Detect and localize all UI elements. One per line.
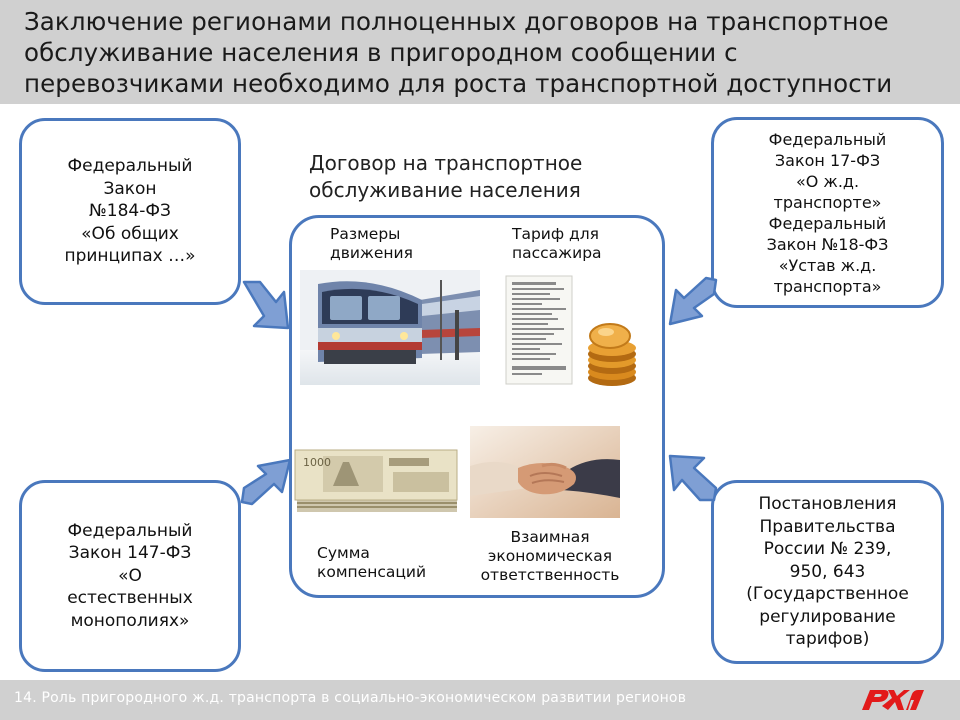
contract-title-line: Договор на транспортное <box>309 151 583 175</box>
government-decrees-line: тарифов) <box>785 629 870 650</box>
law-17-18-line: Закон 17-ФЗ <box>774 150 881 170</box>
law-184-line: «Об общих <box>81 223 179 244</box>
government-decrees-line: Постановления <box>758 494 897 515</box>
label-line: экономическая <box>487 547 613 565</box>
contract-title-line: обслуживание населения <box>309 178 581 202</box>
law-17-18-box: Федеральный Закон 17-ФЗ «О ж.д. транспор… <box>711 117 944 308</box>
law-184-line: Федеральный <box>67 156 193 177</box>
rzd-logo-icon <box>862 690 924 710</box>
law-17-18-line: Федеральный <box>768 129 887 149</box>
train-picture <box>300 270 480 385</box>
arrow-top-right <box>668 276 718 326</box>
government-decrees-text: Постановления Правительства России № 239… <box>746 493 909 651</box>
law-147-box: Федеральный Закон 147-ФЗ «О естественных… <box>19 480 241 672</box>
compensation-label: Сумма компенсаций <box>317 544 426 582</box>
header-bar: Заключение регионами полноценных договор… <box>0 0 960 104</box>
label-line: Сумма <box>317 544 370 562</box>
law-184-text: Федеральный Закон №184-ФЗ «Об общих прин… <box>64 155 195 268</box>
arrow-top-left <box>242 280 290 330</box>
government-decrees-box: Постановления Правительства России № 239… <box>711 480 944 664</box>
law-147-line: Закон 147-ФЗ <box>68 543 192 564</box>
label-line: движения <box>330 244 413 262</box>
slide-title: Заключение регионами полноценных договор… <box>24 7 893 98</box>
law-147-line: «О <box>118 565 142 586</box>
law-184-line: №184-ФЗ <box>89 201 171 222</box>
law-184-box: Федеральный Закон №184-ФЗ «Об общих прин… <box>19 118 241 305</box>
government-decrees-line: 950, 643 <box>789 561 866 582</box>
contract-title: Договор на транспортное обслуживание нас… <box>309 150 669 204</box>
government-decrees-line: (Государственное <box>746 584 909 605</box>
label-line: пассажира <box>512 244 602 262</box>
arrow-bottom-left <box>240 458 292 506</box>
footer-bar: 14. Роль пригородного ж.д. транспорта в … <box>0 680 960 720</box>
law-17-18-line: транспорте» <box>773 192 882 212</box>
law-147-text: Федеральный Закон 147-ФЗ «О естественных… <box>67 520 193 633</box>
government-decrees-line: России № 239, <box>763 539 892 560</box>
law-147-line: естественных <box>67 588 193 609</box>
label-line: Взаимная <box>510 528 590 546</box>
law-147-line: монополиях» <box>70 610 190 631</box>
label-line: ответственность <box>480 566 620 584</box>
label-line: Тариф для <box>512 225 600 243</box>
coins-picture <box>588 323 636 386</box>
law-17-18-line: Федеральный <box>768 213 887 233</box>
law-17-18-line: Закон №18-ФЗ <box>766 234 889 254</box>
law-17-18-line: «Устав ж.д. <box>778 255 877 275</box>
law-184-line: Закон <box>103 178 157 199</box>
handshake-picture <box>470 426 620 518</box>
label-line: компенсаций <box>317 563 427 581</box>
ticket-picture <box>505 275 573 385</box>
traffic-volume-label: Размеры движения <box>330 225 413 263</box>
responsibility-label: Взаимная экономическая ответственность <box>470 528 630 585</box>
law-17-18-line: транспорта» <box>773 276 882 296</box>
banknote-value: 1000 <box>303 456 331 469</box>
law-17-18-line: «О ж.д. <box>795 171 860 191</box>
passenger-tariff-label: Тариф для пассажира <box>512 225 602 263</box>
footer-caption: 14. Роль пригородного ж.д. транспорта в … <box>14 690 687 706</box>
banknotes-picture: 1000 <box>294 449 458 512</box>
label-line: Размеры <box>330 225 401 243</box>
law-17-18-text: Федеральный Закон 17-ФЗ «О ж.д. транспор… <box>767 129 889 297</box>
law-147-line: Федеральный <box>67 520 193 541</box>
government-decrees-line: Правительства <box>759 516 896 537</box>
law-184-line: принципах …» <box>64 246 196 267</box>
government-decrees-line: регулирование <box>759 606 896 627</box>
arrow-bottom-right <box>668 454 718 502</box>
